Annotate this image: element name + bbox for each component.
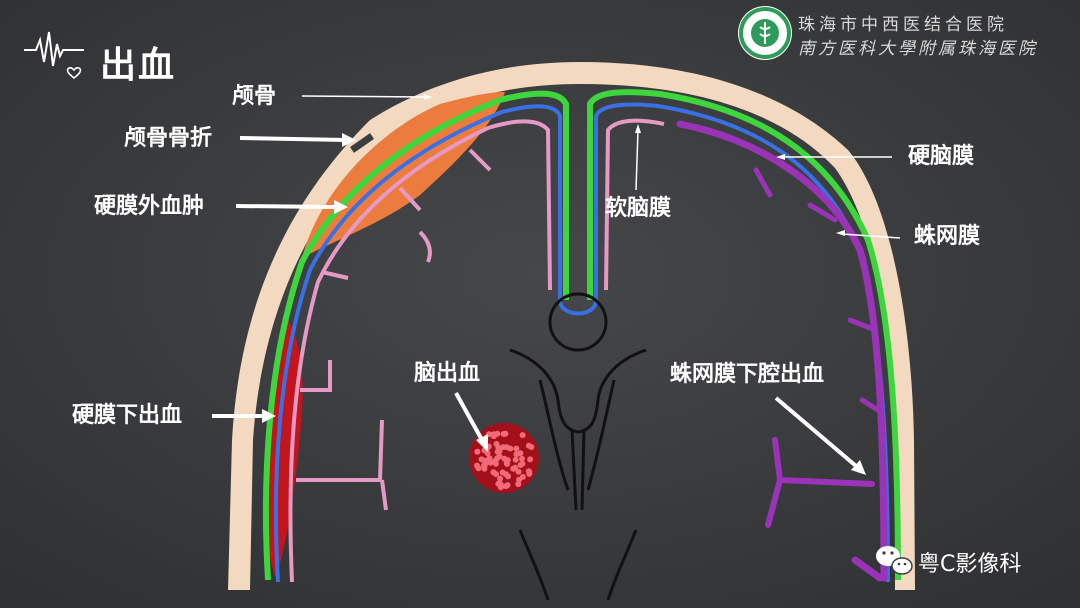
label-epidural-hematoma: 硬膜外血肿 [94,194,205,219]
blood-speckle [519,473,526,480]
midline-brain-structures [509,292,647,601]
blood-speckle [486,457,493,464]
hospital-logo-icon [738,6,792,60]
blood-speckle [519,432,526,439]
blood-speckle [494,455,501,462]
blood-speckle [493,441,500,447]
blood-speckle [493,471,499,478]
intracerebral-hemorrhage [469,423,539,493]
blood-speckle [497,484,504,491]
subarachnoid-hemorrhage [676,120,888,582]
blood-speckle [474,462,480,469]
label-dura-mater: 硬脑膜 [908,144,975,169]
label-skull-fracture: 颅骨骨折 [124,126,213,151]
blood-speckle [481,457,488,464]
blood-speckle [525,442,532,449]
blood-speckle [515,481,522,488]
blood-speckle [484,450,491,456]
wechat-icon [876,546,913,575]
page-title: 出血 [100,45,177,86]
heartbeat-icon [24,31,84,80]
label-arachnoid: 蛛网膜 [914,224,981,249]
label-subarachnoid-hemorrhage: 蛛网膜下腔出血 [670,362,825,387]
blood-speckle [503,444,510,451]
blood-speckle [503,471,509,478]
blood-speckle [474,448,481,455]
hospital-affiliation: 南方医科大學附属珠海医院 [798,39,1038,59]
dura-mater-layer [262,89,901,581]
blood-speckle [526,470,533,477]
blood-speckle [492,460,499,467]
label-skull: 颅骨 [232,84,277,109]
blood-speckle [519,455,525,462]
blood-speckle [494,430,501,437]
blood-speckle [513,445,520,452]
blood-speckle [527,456,534,463]
blood-speckle [504,482,511,489]
label-pia-mater: 软脑膜 [605,196,672,221]
blood-speckle [512,456,519,463]
watermark: 粤C影像科 [918,552,1022,577]
pia-mater-layer [288,118,665,583]
blood-speckle [497,475,504,482]
blood-speckle [517,462,524,468]
skull-fracture-gap [349,133,375,153]
blood-speckle [515,468,522,475]
label-intracerebral-hemorrhage: 脑出血 [414,361,481,386]
pointer-lines [212,94,901,475]
blood-speckle [494,448,501,455]
hospital-name: 珠海市中西医结合医院 [798,15,1008,35]
blood-speckle [510,465,517,472]
blood-speckle [517,450,524,457]
label-subdural-hemorrhage: 硬膜下出血 [72,403,183,428]
blood-speckle [500,431,507,437]
blood-speckle [501,455,508,462]
